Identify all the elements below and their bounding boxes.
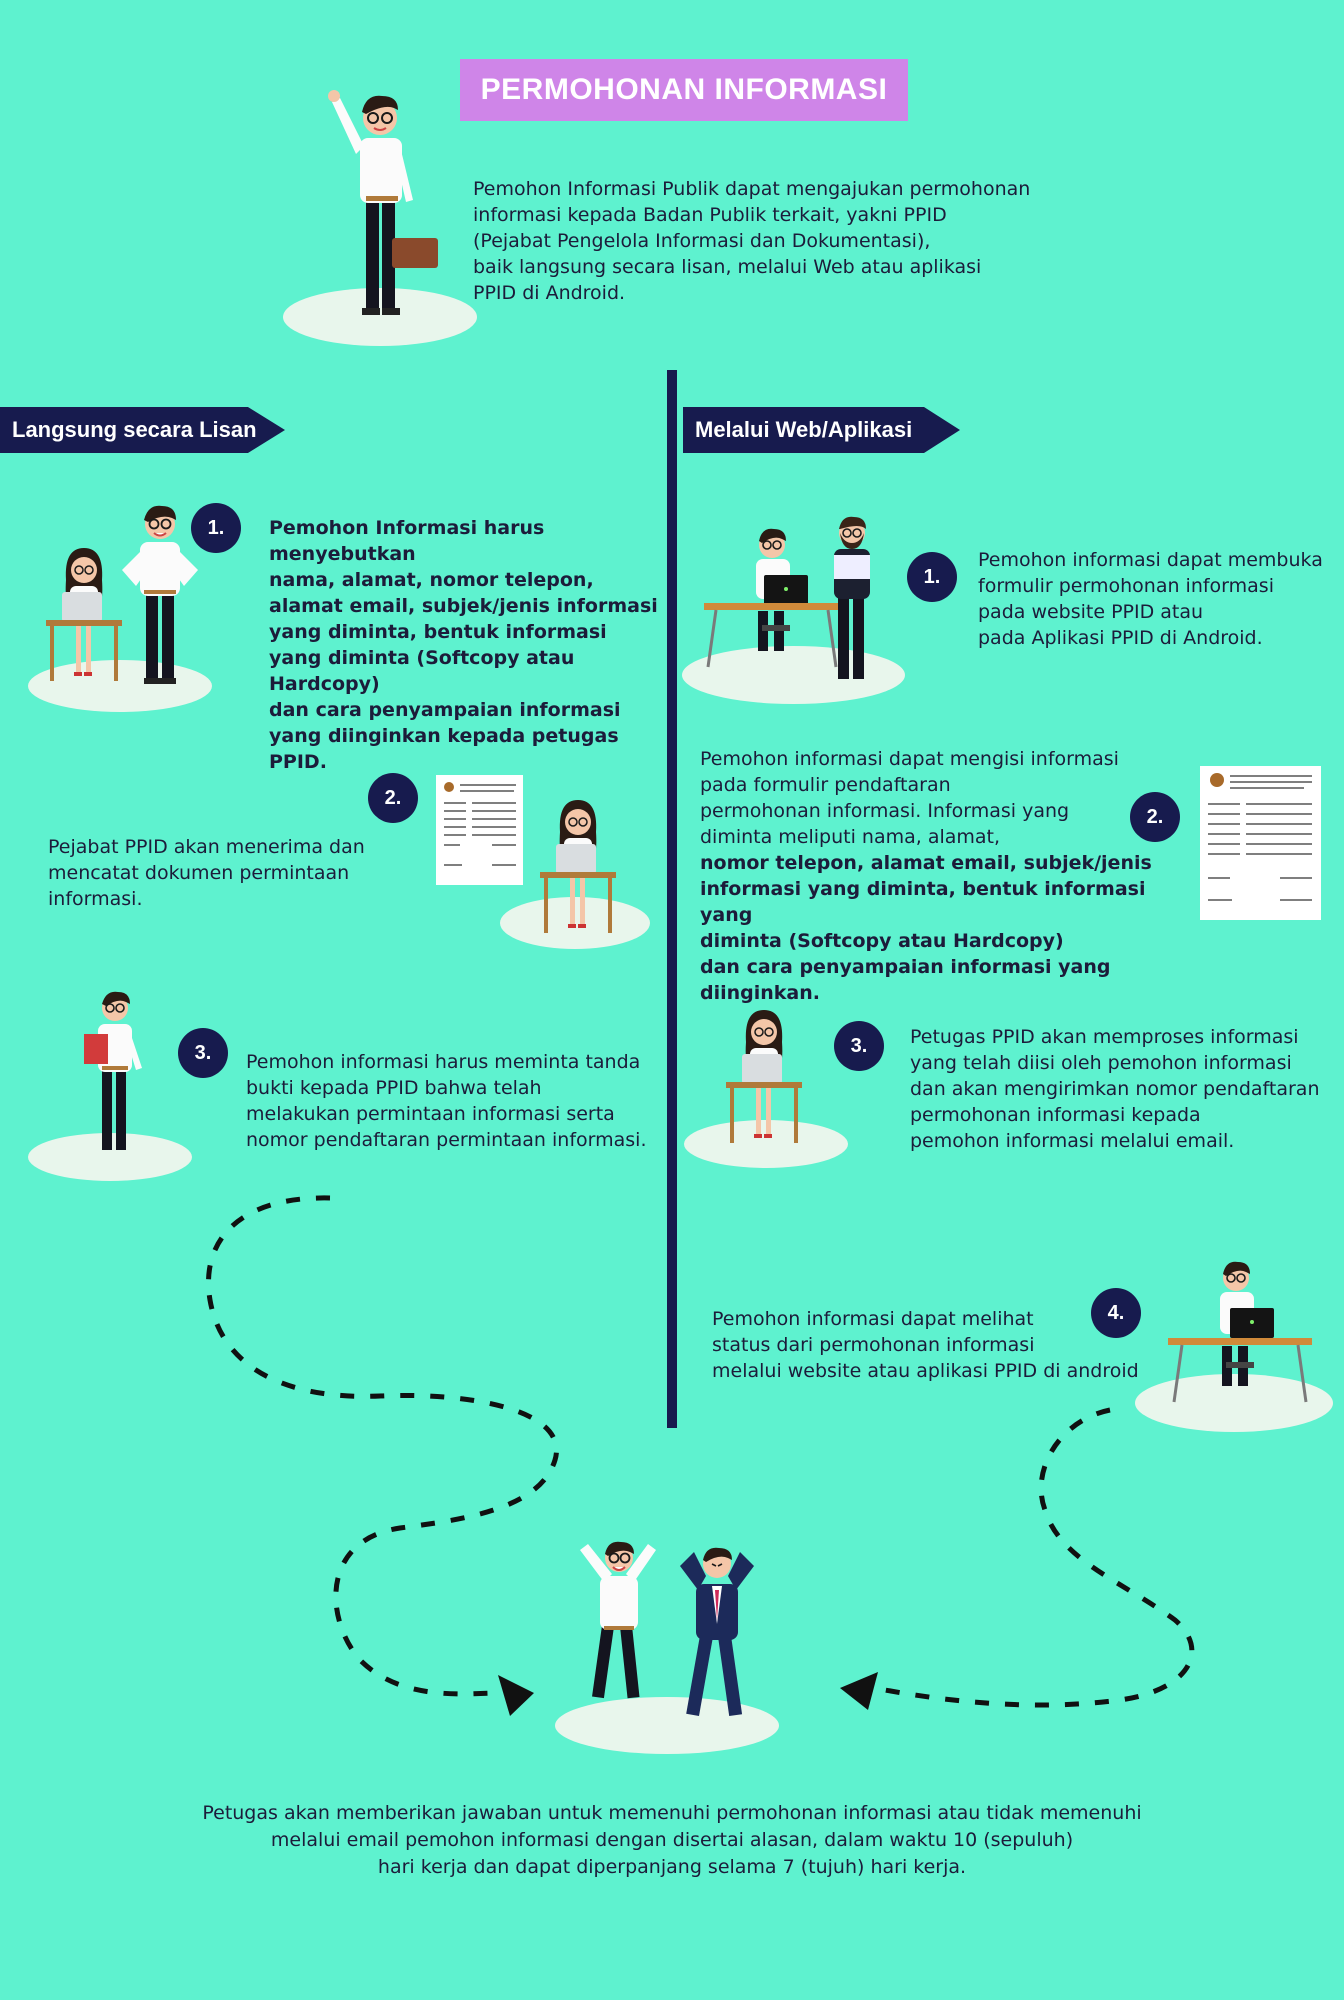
man-at-laptop-illustration: [1168, 1261, 1312, 1403]
step-number-badge: 1.: [907, 552, 957, 602]
platform-ellipse: [283, 288, 477, 346]
woman-at-desk-illustration: [540, 800, 616, 933]
page-title: PERMOHONAN INFORMASI: [460, 59, 908, 121]
banner-left: Langsung secara Lisan: [0, 407, 285, 453]
intro-text: Pemohon Informasi Publik dapat mengajuka…: [473, 178, 1031, 304]
banner-right: Melalui Web/Aplikasi: [683, 407, 960, 453]
right-step-4-text: Pemohon informasi dapat melihat status d…: [712, 1308, 1139, 1382]
man-at-laptop-illustration: [704, 528, 840, 668]
step-number-badge: 3.: [834, 1021, 884, 1071]
step-number-badge: 2.: [1130, 792, 1180, 842]
woman-at-desk-illustration: [726, 1010, 802, 1143]
man-standing-illustration: [122, 505, 198, 684]
left-step-1-text: Pemohon Informasi harus menyebutkan nama…: [269, 517, 658, 773]
bearded-man-with-tablet-illustration: [834, 516, 870, 679]
man-waving-illustration: [328, 90, 438, 315]
man-holding-folder-illustration: [84, 991, 142, 1150]
platform-ellipse: [555, 1697, 779, 1754]
step-number-badge: 4.: [1091, 1288, 1141, 1338]
right-step-2-text: Pemohon informasi dapat mengisi informas…: [700, 746, 1200, 1006]
left-step-2-text: Pejabat PPID akan menerima dan mencatat …: [48, 836, 365, 910]
left-step-3-text: Pemohon informasi harus meminta tanda bu…: [246, 1051, 647, 1151]
stressed-man-illustration: [680, 1547, 754, 1717]
right-step-2-text-plain: Pemohon informasi dapat mengisi informas…: [700, 748, 1119, 848]
step-number-badge: 2.: [368, 773, 418, 823]
document-form-illustration: [436, 775, 523, 885]
happy-man-jumping-illustration: [580, 1541, 656, 1699]
footer-text: Petugas akan memberikan jawaban untuk me…: [202, 1802, 1142, 1878]
step-number-badge: 3.: [178, 1028, 228, 1078]
platform-ellipse: [682, 646, 905, 704]
right-step-3-text: Petugas PPID akan memproses informasi ya…: [910, 1026, 1320, 1152]
platform-ellipse: [1135, 1374, 1333, 1432]
document-form-illustration: [1200, 766, 1321, 920]
right-step-1-text: Pemohon informasi dapat membuka formulir…: [978, 549, 1323, 649]
platform-ellipse: [28, 660, 212, 712]
right-step-2-text-bold: nomor telepon, alamat email, subjek/jeni…: [700, 852, 1152, 1004]
step-number-badge: 1.: [191, 503, 241, 553]
vertical-divider: [667, 370, 677, 1428]
woman-at-desk-illustration: [46, 548, 122, 681]
